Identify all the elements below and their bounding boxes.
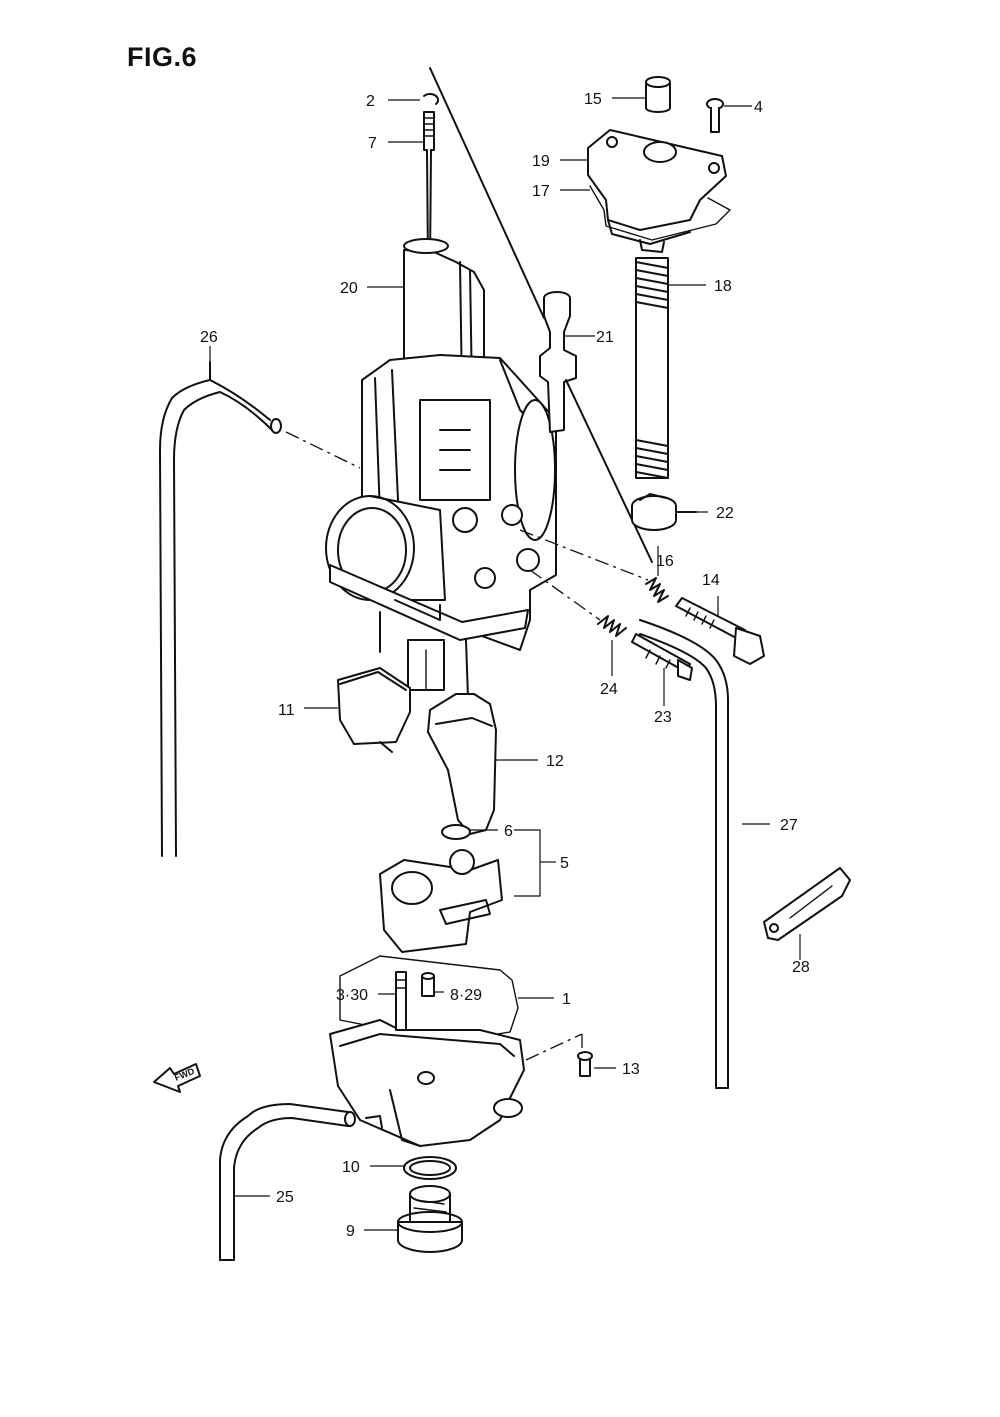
callout-21: 21	[596, 329, 614, 346]
leader-21-16	[565, 379, 653, 563]
part-12-cover	[427, 693, 538, 835]
callout-labels: 2 7 15 4 19 17 18 20 21 26 22 16 14 24 2…	[200, 91, 810, 1240]
part-26-hose	[159, 346, 282, 857]
callout-16: 16	[656, 553, 674, 570]
callout-20: 20	[340, 280, 358, 297]
part-14-adjust-screw	[675, 596, 765, 665]
callout-4: 4	[754, 99, 763, 116]
callout-7: 7	[368, 135, 377, 152]
part-24-spring	[597, 615, 627, 676]
callout-12: 12	[546, 753, 564, 770]
callout-2: 2	[366, 93, 375, 110]
callout-9: 9	[346, 1223, 355, 1240]
part-8-29-pilot-jet	[421, 972, 444, 997]
part-23-screw	[631, 633, 693, 706]
callout-5: 5	[560, 855, 569, 872]
part-18-spring	[635, 257, 706, 479]
callout-15: 15	[584, 91, 602, 108]
callout-13: 13	[622, 1061, 640, 1078]
part-21-starter-plunger	[539, 291, 595, 433]
part-19-top-cover	[560, 129, 727, 253]
part-16-spring	[645, 546, 669, 603]
carburetor-body	[325, 354, 557, 699]
callout-3-30: 3·30	[336, 987, 368, 1004]
assembly-leader-top	[429, 67, 545, 319]
callout-8-29: 8·29	[450, 987, 482, 1004]
part-17-gasket	[560, 185, 731, 241]
callout-6: 6	[504, 823, 513, 840]
centerline-16	[519, 529, 649, 581]
part-27-hose	[639, 619, 770, 1089]
part-15-cap	[612, 76, 671, 113]
callout-17: 17	[532, 183, 550, 200]
centerline-24	[529, 569, 601, 621]
callout-11: 11	[278, 702, 295, 719]
callout-25: 25	[276, 1189, 294, 1206]
callout-24: 24	[600, 681, 618, 698]
part-25-hose	[219, 1103, 356, 1261]
callout-26: 26	[200, 329, 218, 346]
callout-23: 23	[654, 709, 672, 726]
callout-1: 1	[562, 991, 571, 1008]
callout-19: 19	[532, 153, 550, 170]
callout-14: 14	[702, 572, 720, 589]
part-5-float	[379, 829, 556, 953]
callout-10: 10	[342, 1159, 360, 1176]
fwd-arrow-icon: FWD	[153, 1063, 201, 1093]
callout-18: 18	[714, 278, 732, 295]
part-4-screw	[706, 98, 752, 133]
part-10-o-ring	[370, 1156, 457, 1180]
part-3-30-main-jet	[378, 971, 407, 1031]
callout-28: 28	[792, 959, 810, 976]
part-28-bracket	[763, 867, 851, 960]
callout-22: 22	[716, 505, 734, 522]
callout-27: 27	[780, 817, 798, 834]
figure-title: FIG.6	[127, 42, 198, 72]
part-11-cap	[304, 667, 411, 753]
centerline-26	[285, 431, 361, 469]
part-22-spring-seat	[631, 493, 708, 531]
part-6-o-ring	[441, 824, 498, 840]
part-13-screw	[525, 1033, 616, 1077]
part-9-drain-plug	[364, 1185, 463, 1253]
part-2-clip	[388, 92, 439, 105]
float-bowl	[329, 1019, 525, 1147]
